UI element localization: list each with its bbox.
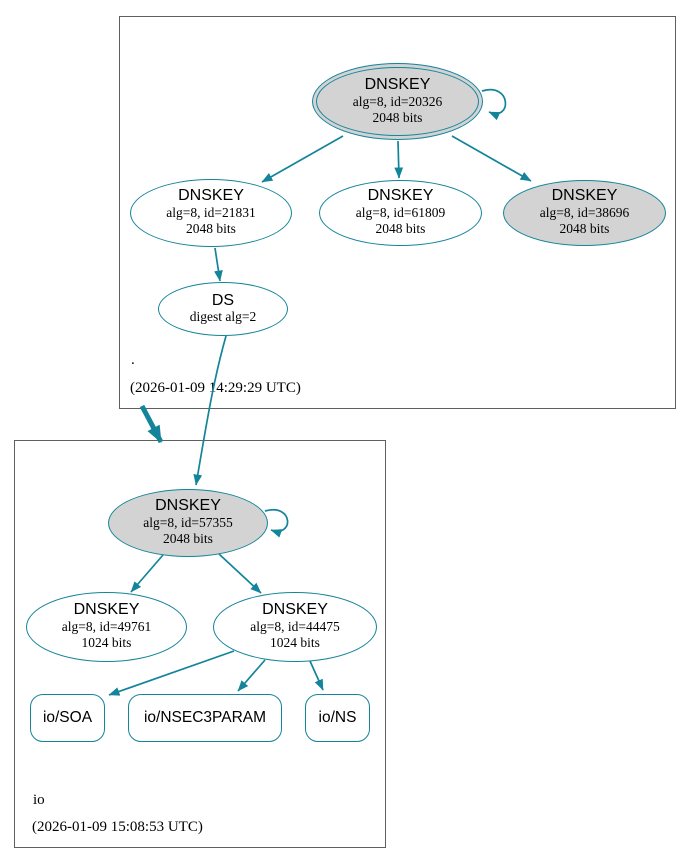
- node-dnskey-21831[interactable]: DNSKEY alg=8, id=21831 2048 bits: [130, 179, 292, 247]
- zone-name-io: io: [33, 792, 45, 808]
- node-dnskey-44475[interactable]: DNSKEY alg=8, id=44475 1024 bits: [213, 592, 377, 662]
- node-title: DNSKEY: [551, 187, 618, 205]
- node-title: DNSKEY: [178, 187, 244, 205]
- rrset-label: io/NS: [318, 709, 357, 726]
- node-dnskey-61809[interactable]: DNSKEY alg=8, id=61809 2048 bits: [319, 180, 482, 246]
- node-dnskey-20326[interactable]: DNSKEY alg=8, id=20326 2048 bits: [312, 63, 483, 140]
- rrset-label: io/NSEC3PARAM: [143, 709, 267, 726]
- zone-name-root: .: [131, 352, 135, 368]
- node-rrset-io-nsec3param[interactable]: io/NSEC3PARAM: [128, 694, 282, 742]
- node-dnskey-49761[interactable]: DNSKEY alg=8, id=49761 1024 bits: [26, 592, 187, 662]
- node-detail-alg: alg=8, id=21831: [166, 205, 256, 221]
- node-detail-bits: 2048 bits: [372, 109, 423, 125]
- node-title: DS: [211, 291, 235, 309]
- node-title: DNSKEY: [262, 601, 328, 619]
- node-detail-alg: alg=8, id=61809: [355, 205, 446, 221]
- node-detail-alg: alg=8, id=38696: [539, 205, 630, 221]
- node-detail-bits: 2048 bits: [163, 531, 213, 547]
- zone-box-root: [119, 16, 676, 409]
- edge-delegation-root-io: [139, 404, 164, 444]
- node-title: DNSKEY: [367, 187, 434, 205]
- node-detail-bits: 2048 bits: [375, 221, 426, 237]
- node-dnskey-57355[interactable]: DNSKEY alg=8, id=57355 2048 bits: [108, 489, 268, 557]
- node-rrset-io-ns[interactable]: io/NS: [305, 694, 370, 742]
- node-detail-digest: digest alg=2: [189, 309, 257, 325]
- node-detail-bits: 1024 bits: [81, 635, 132, 651]
- node-title: DNSKEY: [73, 601, 140, 619]
- node-detail-alg: alg=8, id=49761: [61, 619, 152, 635]
- node-detail-bits: 2048 bits: [186, 221, 236, 237]
- node-dnskey-20326-inner: DNSKEY alg=8, id=20326 2048 bits: [316, 67, 479, 136]
- node-title: DNSKEY: [155, 497, 221, 515]
- zone-timestamp-io: (2026-01-09 15:08:53 UTC): [32, 819, 203, 835]
- node-detail-alg: alg=8, id=57355: [143, 515, 233, 531]
- node-detail-alg: alg=8, id=44475: [250, 619, 340, 635]
- node-dnskey-38696[interactable]: DNSKEY alg=8, id=38696 2048 bits: [503, 180, 666, 246]
- node-detail-bits: 2048 bits: [559, 221, 610, 237]
- rrset-label: io/SOA: [42, 709, 93, 726]
- node-rrset-io-soa[interactable]: io/SOA: [30, 694, 105, 742]
- zone-timestamp-root: (2026-01-09 14:29:29 UTC): [130, 380, 301, 396]
- node-title: DNSKEY: [364, 75, 431, 93]
- node-detail-alg: alg=8, id=20326: [352, 93, 443, 109]
- node-ds-io[interactable]: DS digest alg=2: [158, 282, 288, 336]
- node-detail-bits: 1024 bits: [270, 635, 320, 651]
